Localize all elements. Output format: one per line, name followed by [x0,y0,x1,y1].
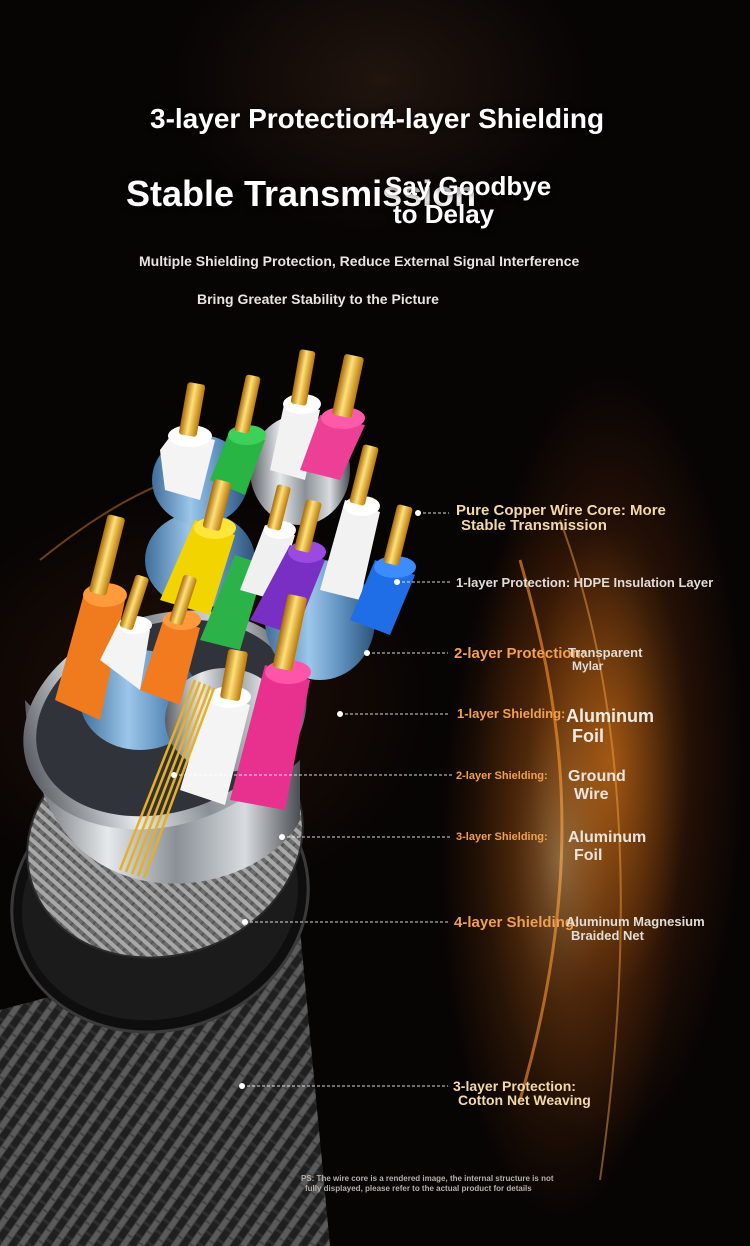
heading-shielding: 4-layer Shielding [380,103,605,134]
callout-shield1-line2: Foil [572,726,604,746]
callout-shield4-line2: Braided Net [571,928,644,943]
footnote-line1: PS: The wire core is a rendered image, t… [301,1174,554,1183]
footnote-line2: fully displayed, please refer to the act… [305,1184,532,1193]
callout-protection3-line1: 3-layer Protection: [453,1078,576,1094]
callout-shield4-line1: Aluminum Magnesium [566,914,705,929]
callout-copper-core-line2: Stable Transmission [461,517,607,534]
callout-shield2-line2: Wire [574,786,609,803]
callout-mylar-prefix: 2-layer Protection: [454,645,586,662]
heading-protection: 3-layer Protection [150,103,387,134]
callout-shield1-prefix: 1-layer Shielding: [457,706,566,721]
callout-hdpe-insulation: 1-layer Protection: HDPE Insulation Laye… [456,575,714,590]
callout-shield3-prefix: 3-layer Shielding: [456,831,548,843]
callout-mylar-line2: Mylar [572,659,604,673]
callout-shield3-line1: Aluminum [568,829,647,846]
subtitle-stability: Bring Greater Stability to the Picture [197,291,439,307]
heading-to-delay: to Delay [393,199,495,229]
callout-protection3-line2: Cotton Net Weaving [458,1092,591,1108]
callout-shield2-prefix: 2-layer Shielding: [456,770,548,782]
subtitle-interference: Multiple Shielding Protection, Reduce Ex… [139,253,580,269]
heading-stable-transmission: Stable Transmission [126,173,477,214]
callout-copper-core-line1: Pure Copper Wire Core: More [456,502,666,519]
callout-shield2-line1: Ground [568,768,626,785]
callout-shield3-line2: Foil [574,847,603,864]
callout-mylar-line1: Transparent [568,645,643,660]
heading-say-goodbye: Say Goodbye [385,171,552,201]
callout-shield1-line1: Aluminum [566,706,654,726]
callout-shield4-prefix: 4-layer Shielding: [454,914,580,931]
